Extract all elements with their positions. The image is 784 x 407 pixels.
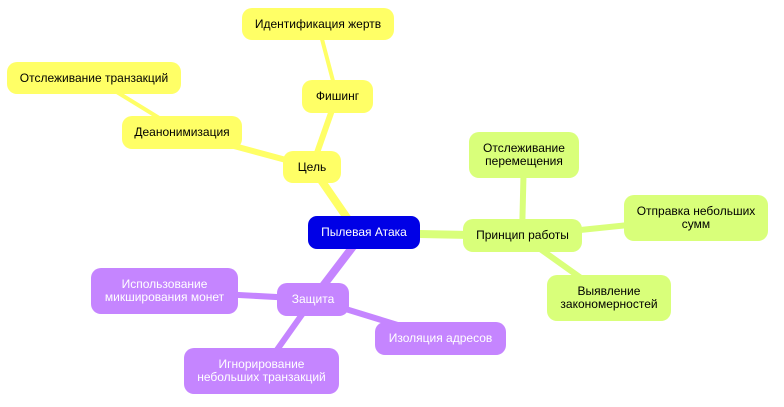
node-pattern-detection: Выявление закономерностей — [547, 275, 671, 321]
node-ignoring-small-transactions: Игнорирование небольших транзакций — [184, 348, 339, 394]
node-deanonymization: Деанонимизация — [122, 116, 242, 149]
node-address-isolation: Изоляция адресов — [375, 322, 506, 355]
node-working-principle: Принцип работы — [463, 219, 582, 252]
node-phishing: Фишинг — [302, 80, 373, 113]
node-victim-identification: Идентификация жертв — [242, 8, 394, 40]
node-movement-tracking: Отслеживание перемещения — [469, 132, 579, 178]
node-coin-mixing: Использование микширования монет — [91, 268, 238, 314]
node-sending-small-sums: Отправка небольших сумм — [624, 195, 768, 241]
node-protection: Защита — [277, 283, 349, 316]
node-transaction-tracking: Отслеживание транзакций — [7, 62, 181, 94]
node-goal: Цель — [283, 151, 341, 183]
node-root: Пылевая Атака — [308, 216, 420, 249]
